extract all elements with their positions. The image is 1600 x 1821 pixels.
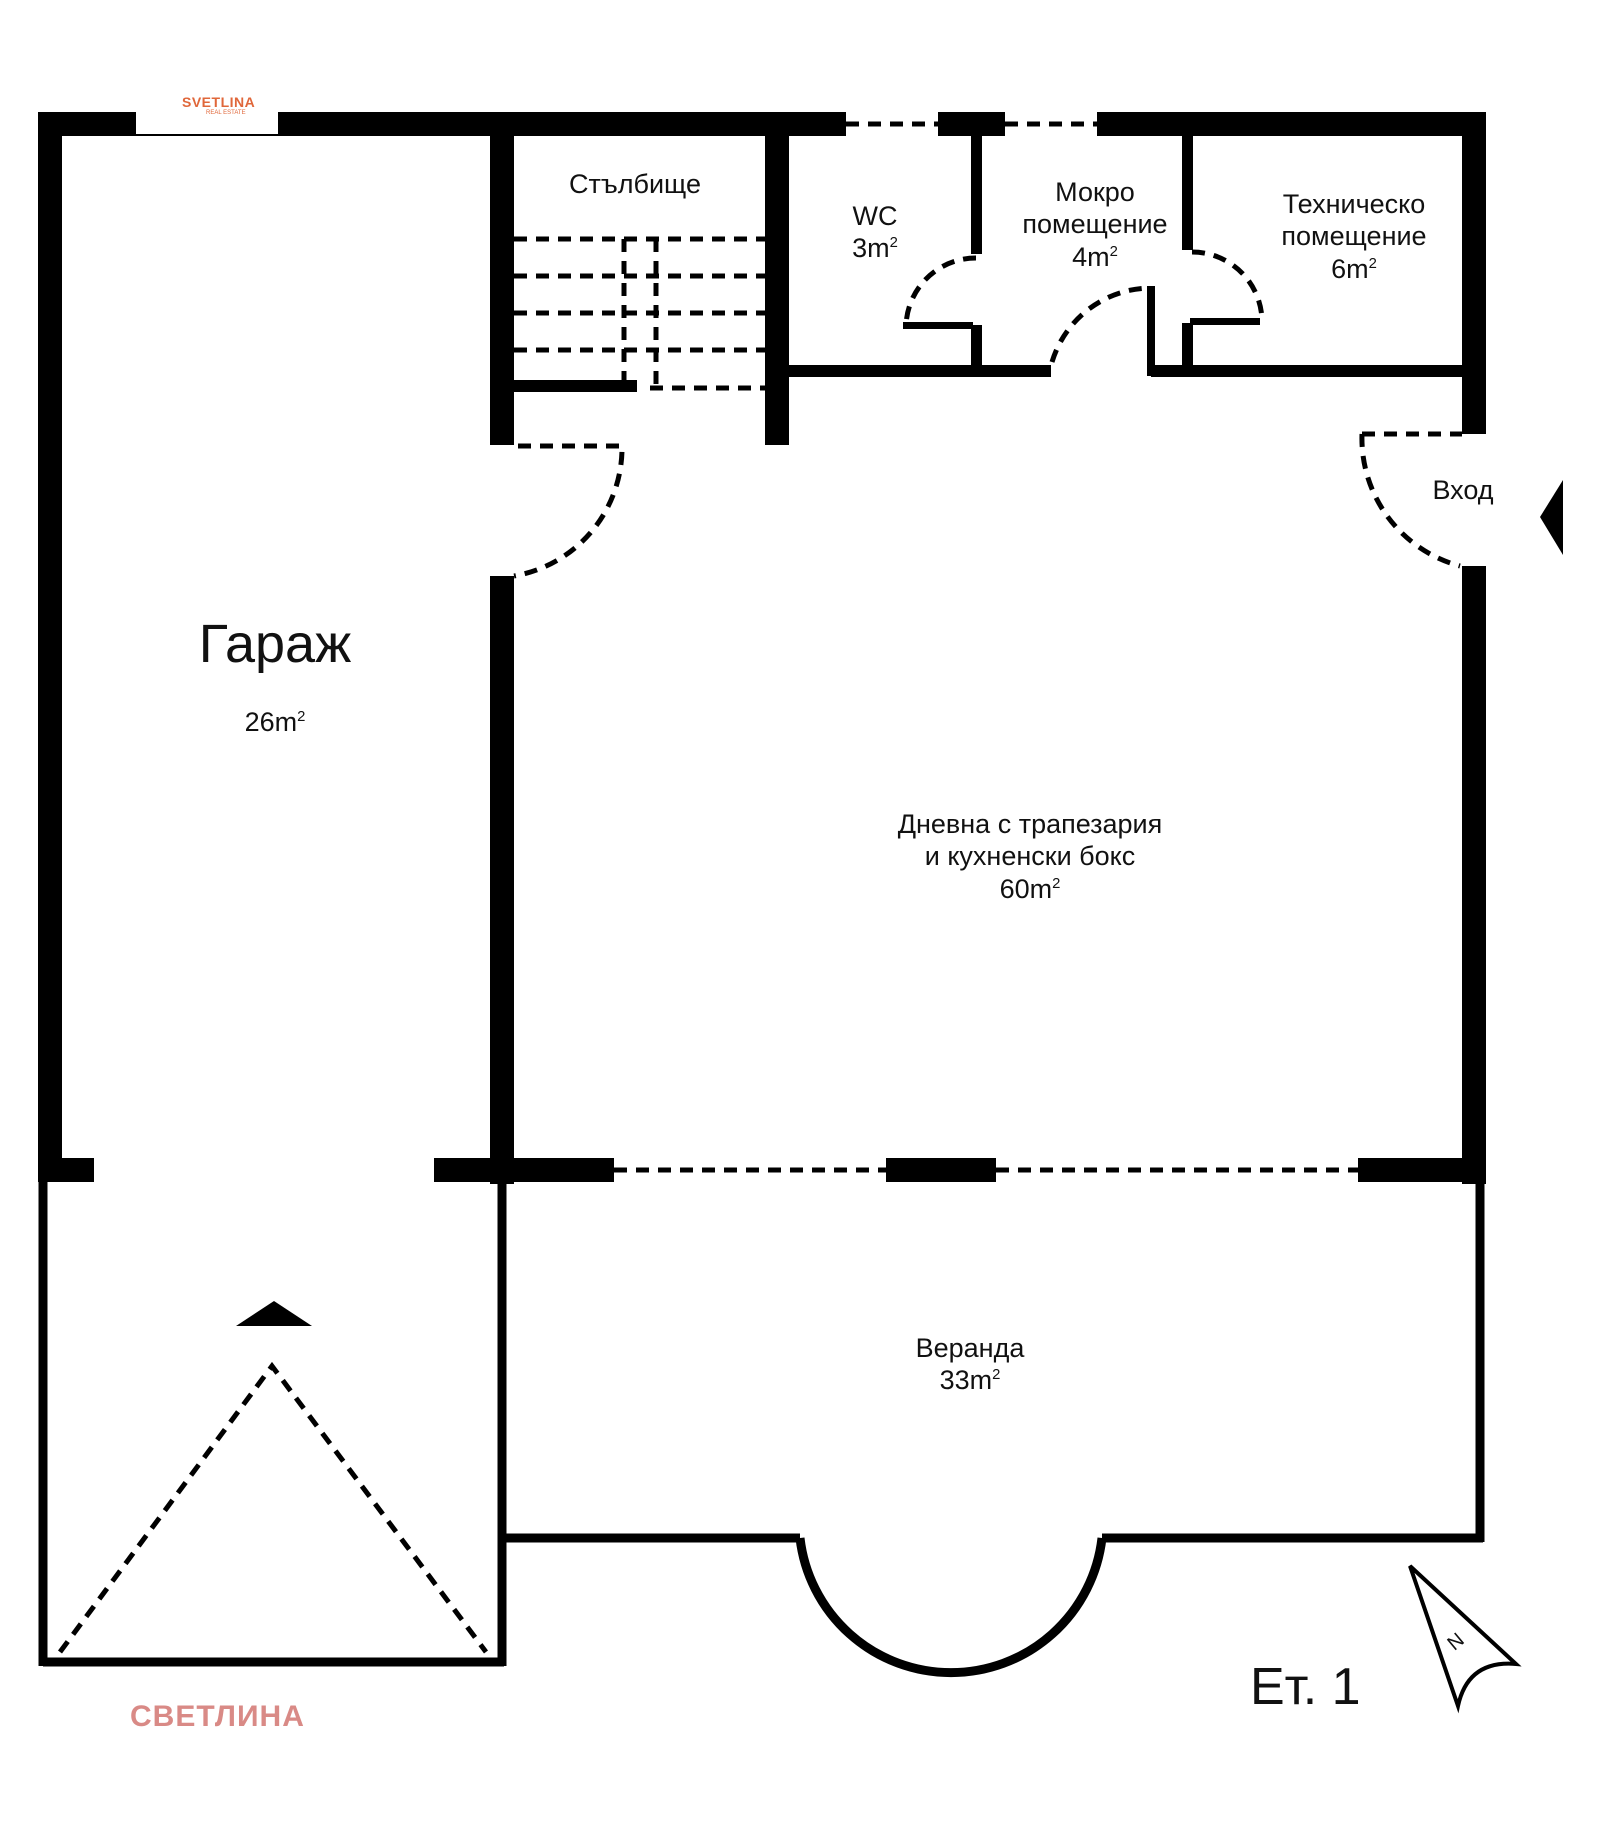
wall-wc-bottom bbox=[789, 365, 1051, 377]
door-swing-garage bbox=[513, 443, 625, 579]
wall-top-right bbox=[1097, 112, 1483, 136]
door-swing-tech bbox=[1191, 249, 1265, 321]
wall-mid-center bbox=[886, 1158, 996, 1182]
veranda-bay bbox=[795, 1537, 1107, 1678]
label-wet-room: Мокро помещение 4m2 bbox=[1022, 177, 1168, 272]
wall-right-upper bbox=[1462, 112, 1486, 434]
wall-partition-lower bbox=[490, 576, 514, 1184]
wall-left-outer bbox=[38, 112, 62, 1180]
wall-wc-wet-upper bbox=[971, 136, 982, 254]
label-living-room: Дневна с трапезария и кухненски бокс 60m… bbox=[897, 809, 1163, 904]
wall-tech-bottom bbox=[1151, 365, 1474, 377]
wall-garage-left-stub bbox=[38, 1158, 94, 1182]
wall-mid-right bbox=[1358, 1158, 1486, 1182]
wall-wet-tech-upper bbox=[1182, 136, 1193, 250]
entrance-arrow-icon bbox=[1540, 480, 1563, 555]
label-garage: Гараж bbox=[198, 614, 352, 674]
north-arrow-icon bbox=[1408, 1564, 1522, 1714]
garage-entry-arrow-icon bbox=[236, 1301, 312, 1326]
wall-wc-wet-lower bbox=[971, 325, 982, 375]
wall-stub-wet bbox=[1147, 286, 1155, 376]
label-wc: WC 3m2 bbox=[852, 201, 898, 264]
logo-name: SVETLINA bbox=[182, 94, 256, 110]
wall-stair-right bbox=[765, 112, 789, 445]
label-technical-room: Техническо помещение 6m2 bbox=[1281, 189, 1427, 284]
wall-stub-wc bbox=[903, 322, 973, 329]
label-entrance: Вход bbox=[1432, 475, 1494, 505]
watermark: СВЕТЛИНА bbox=[130, 1700, 305, 1733]
label-stairs: Стълбище bbox=[569, 169, 701, 199]
label-veranda: Веранда 33m2 bbox=[915, 1333, 1025, 1396]
wall-top-mid bbox=[938, 112, 1005, 136]
outlines bbox=[38, 1180, 1485, 1678]
door-swing-wc bbox=[903, 255, 977, 327]
wall-stub-tech bbox=[1190, 318, 1260, 325]
wall-partition-upper bbox=[490, 112, 514, 445]
floor-label: Ет. 1 bbox=[1250, 1658, 1361, 1716]
label-garage-area: 26m2 bbox=[244, 707, 306, 737]
wall-wet-tech-lower bbox=[1182, 323, 1193, 375]
walls bbox=[38, 112, 1486, 1184]
door-swing-entrance bbox=[1359, 431, 1462, 569]
brand-logo: SVETLINA REAL ESTATE bbox=[136, 86, 278, 134]
wall-right-lower bbox=[1462, 566, 1486, 1184]
dashed-lines bbox=[57, 121, 1462, 1654]
wall-stair-bottom bbox=[502, 380, 637, 392]
wall-mid-left bbox=[434, 1158, 614, 1182]
carport-triangle bbox=[57, 1361, 489, 1654]
logo-tagline: REAL ESTATE bbox=[206, 110, 246, 116]
door-swing-wet bbox=[1049, 285, 1151, 363]
